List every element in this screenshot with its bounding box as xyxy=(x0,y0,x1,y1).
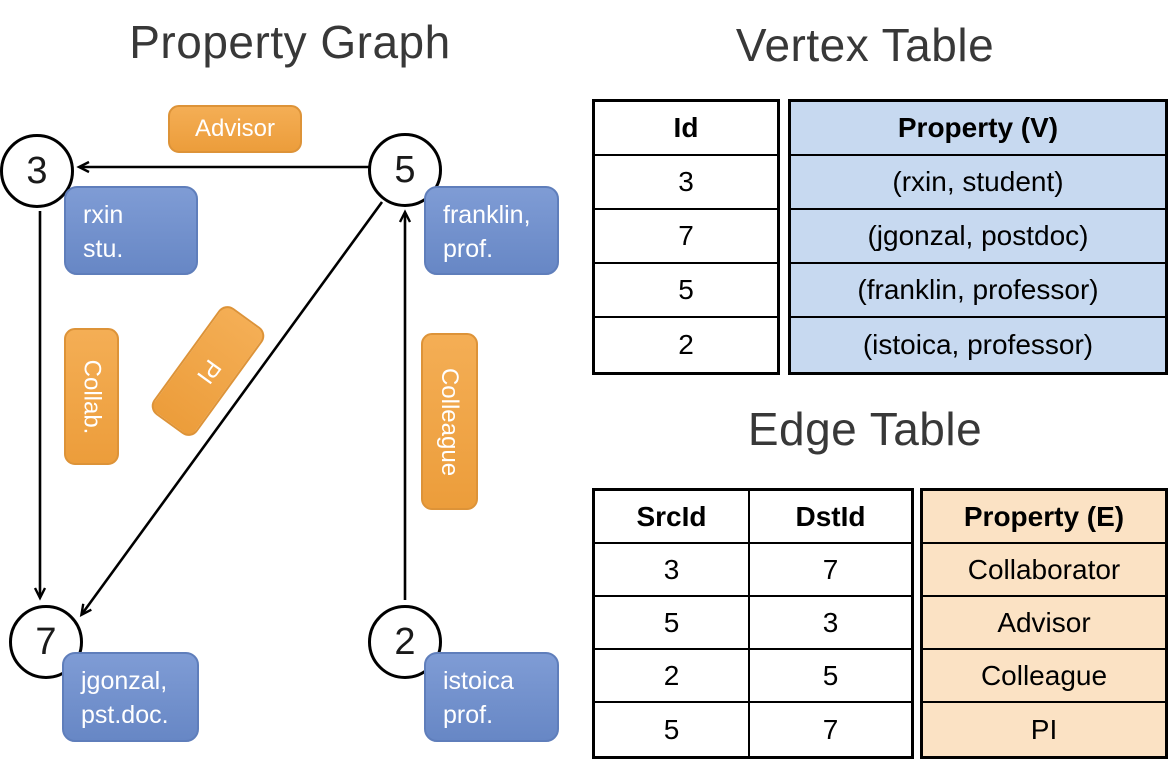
table-cell: 7 xyxy=(595,210,777,264)
node-id-label: 2 xyxy=(394,620,416,663)
edge-label-advisor: Advisor xyxy=(168,105,302,153)
vertex-property-line: pst.doc. xyxy=(81,700,169,729)
node-circle-7: 7 xyxy=(9,605,83,679)
table-cell: Collaborator xyxy=(923,544,1165,597)
edge-label-text: Collab. xyxy=(78,359,106,434)
table-cell: 5 xyxy=(750,650,911,703)
edge-label-text: PI xyxy=(190,354,226,389)
vertex-table-id-column: Id 3 7 5 2 xyxy=(592,99,780,375)
property-graph-title: Property Graph xyxy=(129,16,451,68)
table-cell: 2 xyxy=(595,650,750,703)
table-cell: (franklin, professor) xyxy=(791,264,1165,318)
vertex-property-line: stu. xyxy=(83,234,124,263)
table-cell: (jgonzal, postdoc) xyxy=(791,210,1165,264)
table-cell: 3 xyxy=(750,597,911,650)
vertex-property-line: franklin, xyxy=(443,201,531,229)
table-cell: Advisor xyxy=(923,597,1165,650)
vertex-property-line: jgonzal, xyxy=(81,667,168,695)
edge-table-property-column: Property (E) Collaborator Advisor Collea… xyxy=(920,488,1168,759)
node-id-label: 5 xyxy=(394,148,416,191)
vertex-property-box-2: istoica prof. xyxy=(424,652,559,742)
table-cell: 5 xyxy=(595,703,750,756)
vertex-table-property-column: Property (V) (rxin, student) (jgonzal, p… xyxy=(788,99,1168,375)
edge-dstid-header: DstId xyxy=(750,491,911,544)
vertex-property-line: prof. xyxy=(443,700,494,729)
table-cell: PI xyxy=(923,703,1165,756)
edge-srcid-header: SrcId xyxy=(595,491,750,544)
edge-table-title: Edge Table xyxy=(747,403,983,455)
arrow-pi-5-to-7 xyxy=(79,201,384,617)
node-id-label: 7 xyxy=(35,620,57,663)
edge-property-header: Property (E) xyxy=(923,491,1165,544)
node-id-label: 3 xyxy=(26,149,48,192)
vertex-property-box-7: jgonzal, pst.doc. xyxy=(62,652,199,742)
vertex-table-title: Vertex Table xyxy=(735,19,995,71)
table-cell: (istoica, professor) xyxy=(791,318,1165,372)
table-cell: 3 xyxy=(595,156,777,210)
vertex-property-header: Property (V) xyxy=(791,102,1165,156)
table-cell: Colleague xyxy=(923,650,1165,703)
table-cell: 3 xyxy=(595,544,750,597)
vertex-id-header: Id xyxy=(595,102,777,156)
table-cell: 5 xyxy=(595,597,750,650)
edge-label-colleague: Colleague xyxy=(421,333,478,510)
node-circle-3: 3 xyxy=(0,134,74,208)
table-cell: 5 xyxy=(595,264,777,318)
table-cell: 7 xyxy=(750,544,911,597)
vertex-property-line: istoica xyxy=(443,667,514,695)
vertex-property-line: rxin xyxy=(83,201,124,229)
edge-label-text: Advisor xyxy=(194,115,276,142)
table-cell: (rxin, student) xyxy=(791,156,1165,210)
edge-label-text: Colleague xyxy=(436,367,464,476)
graph-arrows xyxy=(33,160,412,617)
table-cell: 2 xyxy=(595,318,777,372)
vertex-property-box-5: franklin, prof. xyxy=(424,186,559,275)
vertex-property-line: prof. xyxy=(443,234,494,263)
edge-table-id-columns: SrcId DstId 3 7 5 3 2 5 5 7 xyxy=(592,488,914,759)
table-cell: 7 xyxy=(750,703,911,756)
edge-label-collab: Collab. xyxy=(64,328,119,465)
vertex-property-box-3: rxin stu. xyxy=(64,186,198,275)
